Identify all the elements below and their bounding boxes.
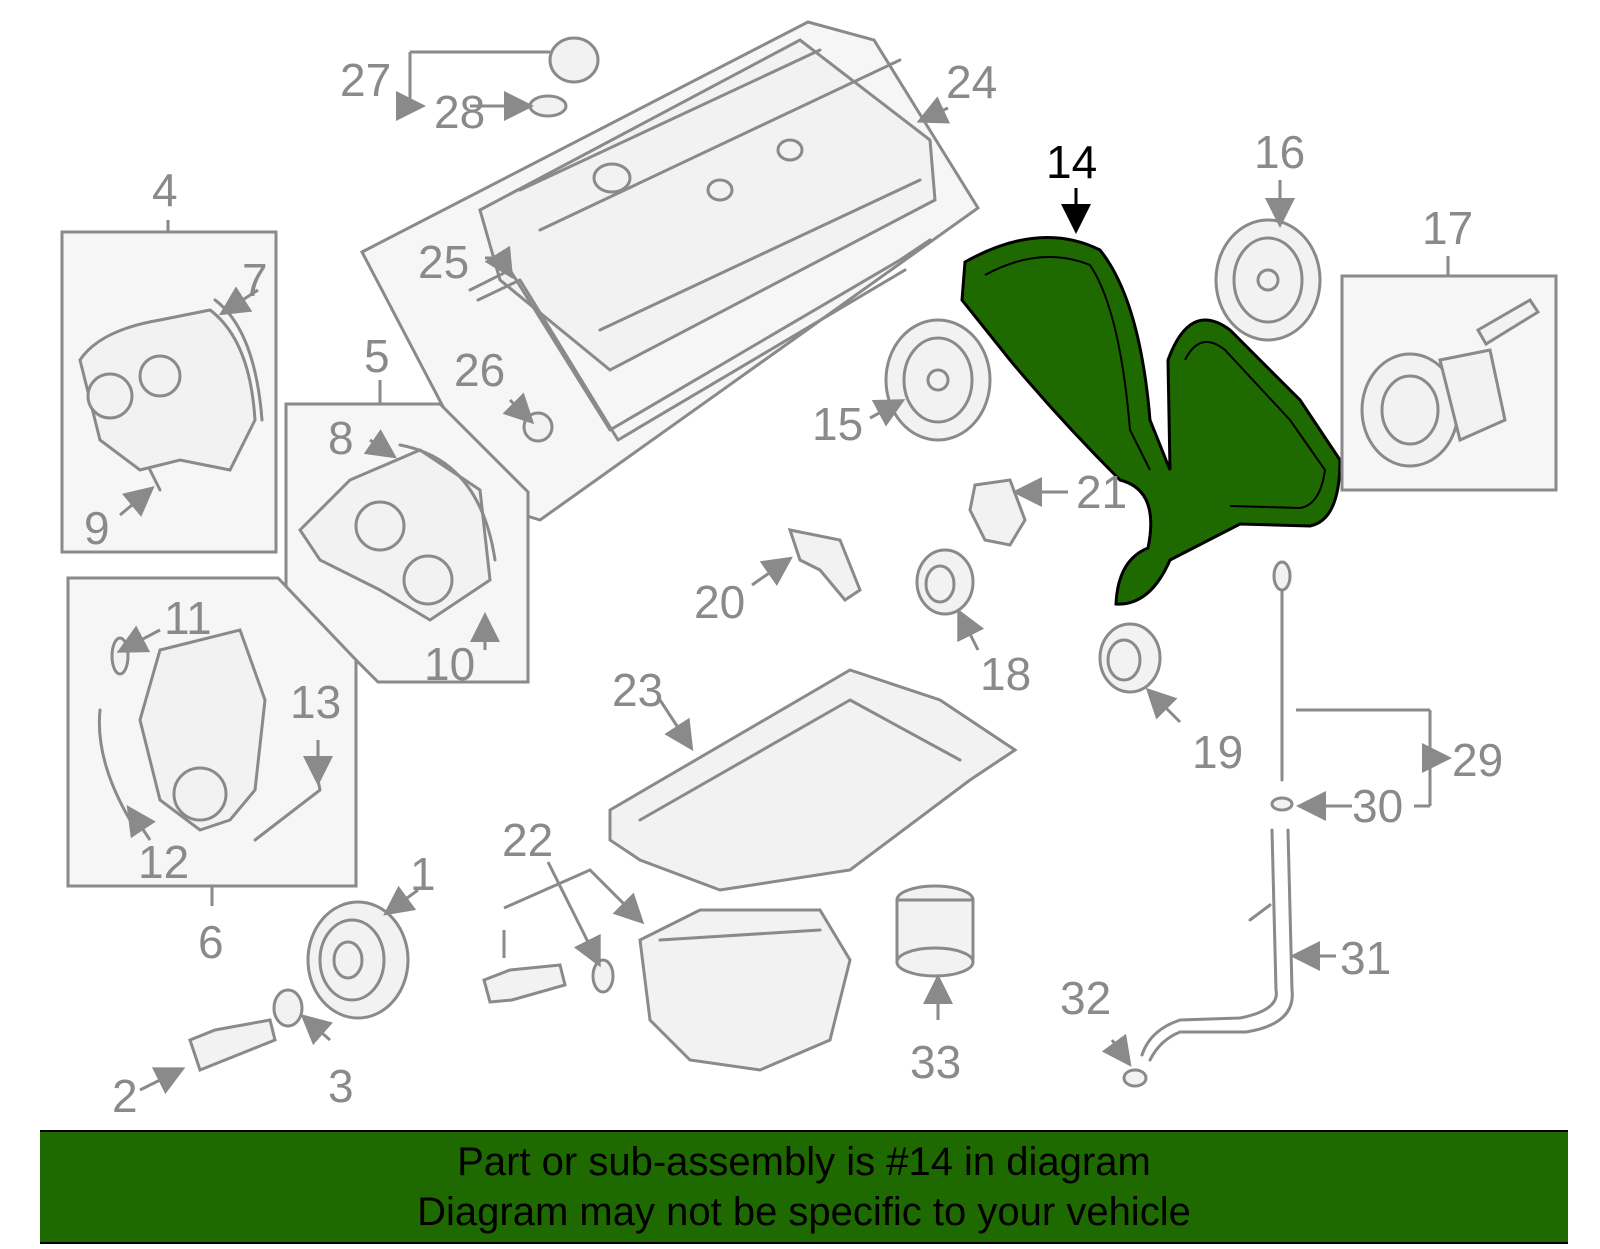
sprocket-15 <box>884 318 992 442</box>
crank-group <box>188 900 410 1072</box>
label-33: 33 <box>910 1036 961 1088</box>
timing-belt <box>960 236 1342 606</box>
tensioner-20 <box>787 528 862 602</box>
sprocket-16 <box>1214 218 1322 342</box>
label-30: 30 <box>1352 780 1403 832</box>
label-15: 15 <box>812 398 863 450</box>
cam-bolt <box>1475 297 1541 347</box>
label-31: 31 <box>1340 932 1391 984</box>
oil-filter <box>895 884 975 978</box>
crank-bolt <box>188 1018 277 1072</box>
label-12: 12 <box>138 836 189 888</box>
oil-pan-lower <box>638 908 852 1072</box>
timing-belt-highlight <box>960 236 1342 606</box>
valve-cover <box>478 38 937 372</box>
washer <box>272 988 304 1028</box>
leader-lines <box>116 50 1448 1095</box>
label-22: 22 <box>502 814 553 866</box>
label-23: 23 <box>612 664 663 716</box>
lower-timing-cover <box>138 628 267 832</box>
label-11: 11 <box>164 592 212 644</box>
label-21: 21 <box>1076 466 1127 518</box>
label-14: 14 <box>1046 136 1097 188</box>
label-10: 10 <box>424 638 475 690</box>
label-6: 6 <box>198 916 224 968</box>
banner-line-2: Diagram may not be specific to your vehi… <box>417 1190 1191 1234</box>
part-numbers: 1 2 3 4 5 6 7 8 9 10 11 12 13 14 15 16 1… <box>84 54 1503 1122</box>
label-19: 19 <box>1192 726 1243 778</box>
label-16: 16 <box>1254 126 1305 178</box>
label-8: 8 <box>328 412 354 464</box>
label-3: 3 <box>328 1060 354 1112</box>
label-29: 29 <box>1452 734 1503 786</box>
oil-pan-upper <box>608 668 1018 892</box>
idler-19 <box>1098 622 1162 694</box>
oil-cap-gasket <box>528 94 568 118</box>
box-17 <box>1340 274 1558 492</box>
box-5 <box>284 402 530 684</box>
label-20: 20 <box>694 576 745 628</box>
oil-pan <box>608 668 1018 1072</box>
label-2: 2 <box>112 1070 138 1122</box>
info-banner: Part or sub-assembly is #14 in diagram D… <box>40 1130 1568 1244</box>
label-9: 9 <box>84 502 110 554</box>
drain-plug <box>482 958 615 1004</box>
label-27: 27 <box>340 54 391 106</box>
label-17: 17 <box>1422 202 1473 254</box>
label-18: 18 <box>980 648 1031 700</box>
label-32: 32 <box>1060 972 1111 1024</box>
label-5: 5 <box>364 330 390 382</box>
label-28: 28 <box>434 86 485 138</box>
label-13: 13 <box>290 676 341 728</box>
tensioner-21 <box>968 478 1027 547</box>
oil-cap <box>548 36 600 84</box>
label-4: 4 <box>152 164 178 216</box>
label-26: 26 <box>454 344 505 396</box>
label-1: 1 <box>410 848 436 900</box>
banner-line-1: Part or sub-assembly is #14 in diagram <box>457 1140 1151 1184</box>
idler-18 <box>915 548 975 616</box>
label-25: 25 <box>418 236 469 288</box>
dipstick-group <box>1122 560 1294 1088</box>
box-6 <box>66 576 358 888</box>
label-7: 7 <box>242 254 268 306</box>
label-24: 24 <box>946 56 997 108</box>
box-4 <box>60 230 278 554</box>
